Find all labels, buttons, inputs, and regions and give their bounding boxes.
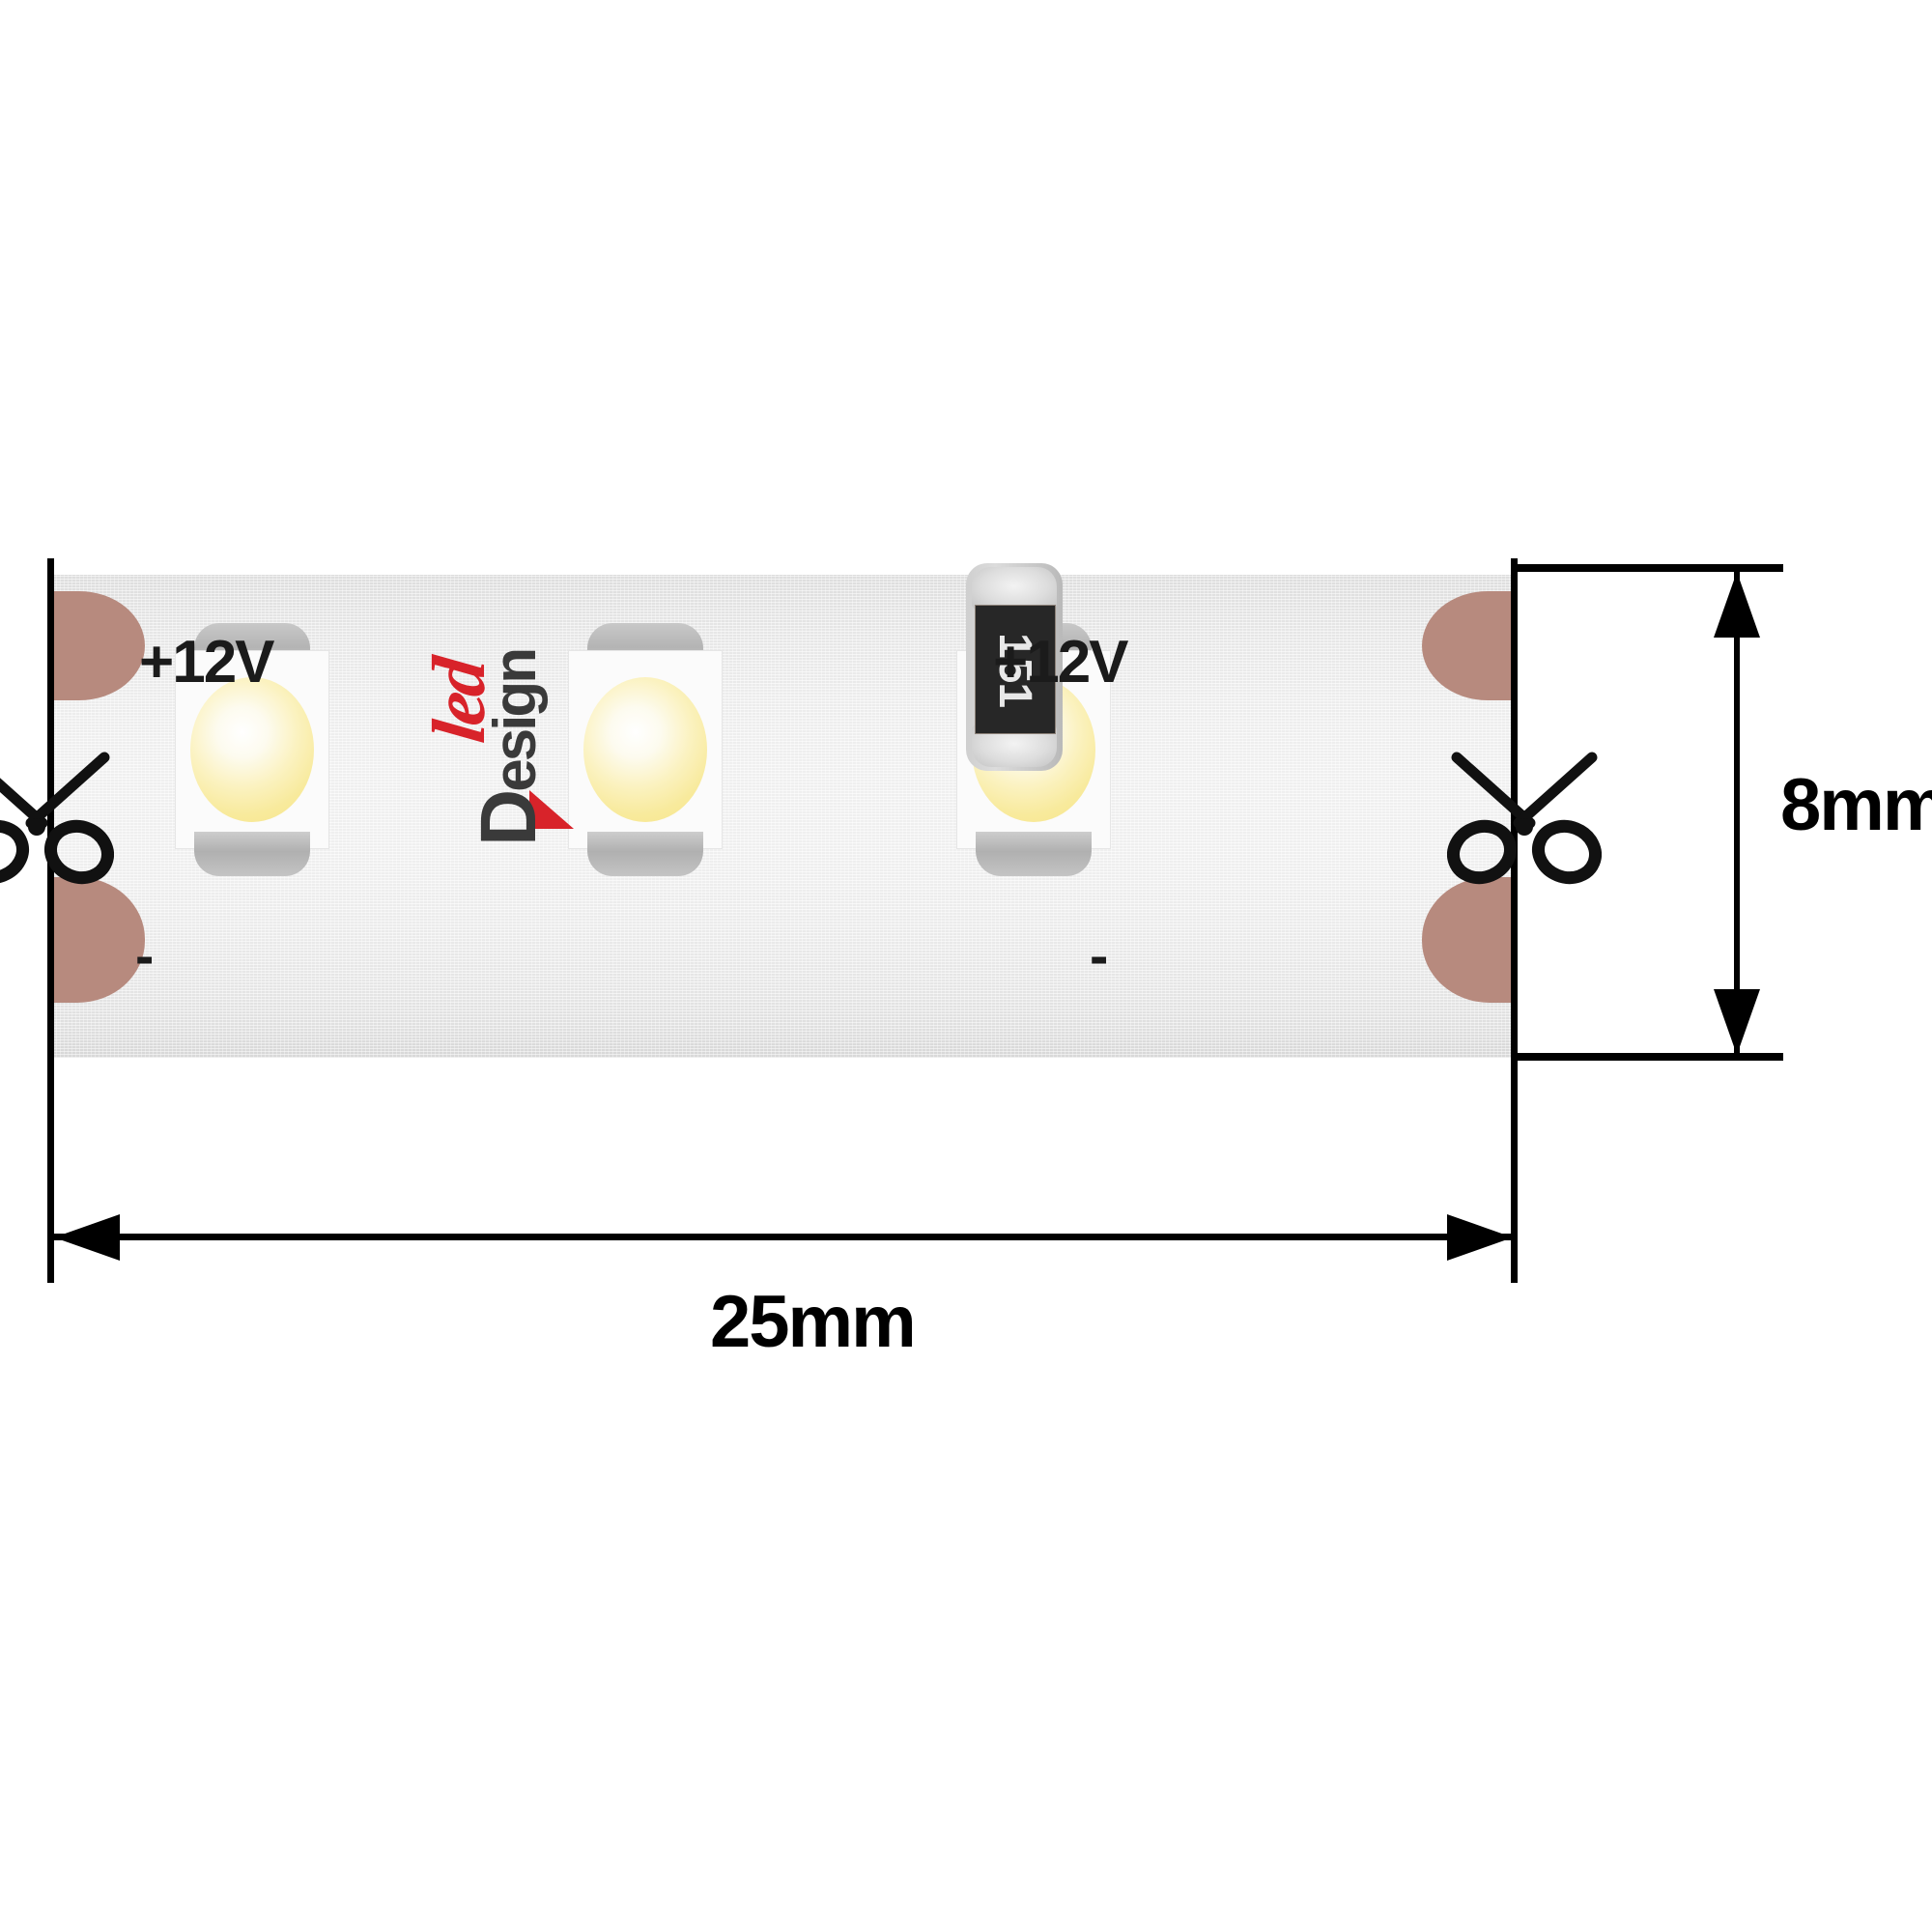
voltage-label-right: +12V — [993, 629, 1129, 696]
smd-resistor: 151 — [966, 563, 1063, 771]
resistor-face: 151 — [975, 605, 1056, 734]
dimension-label-width: 8mm — [1780, 764, 1932, 846]
scissors-icon — [0, 752, 114, 885]
arrowhead-down-icon — [1714, 989, 1760, 1055]
extension-line-right — [1511, 558, 1518, 1283]
dimension-line-width — [1734, 572, 1740, 1055]
arrowhead-left-icon — [54, 1214, 120, 1261]
extension-line-left — [47, 558, 54, 1283]
voltage-label-left: +12V — [139, 629, 275, 696]
extension-line-bottom — [1511, 1053, 1783, 1061]
led-phosphor-dome — [190, 677, 314, 822]
led-phosphor-dome — [583, 677, 707, 822]
brand-logo-inner: Design led — [377, 599, 599, 850]
led-lead-bottom — [587, 832, 703, 876]
arrowhead-right-icon — [1447, 1214, 1513, 1261]
led-package-1 — [169, 623, 335, 876]
led-lead-bottom — [976, 832, 1092, 876]
led-lead-bottom — [194, 832, 310, 876]
scissors-icon — [1447, 752, 1602, 885]
led-package-2 — [562, 623, 728, 876]
logo-brand-cap: D — [465, 791, 553, 846]
arrowhead-up-icon — [1714, 572, 1760, 638]
dimension-label-length: 25mm — [710, 1281, 917, 1363]
logo-brand-secondary: led — [416, 657, 500, 747]
extension-line-top — [1511, 564, 1783, 572]
resistor-terminal-top — [972, 567, 1057, 610]
dimension-line-length — [54, 1234, 1513, 1240]
brand-logo: Design led — [362, 613, 613, 846]
